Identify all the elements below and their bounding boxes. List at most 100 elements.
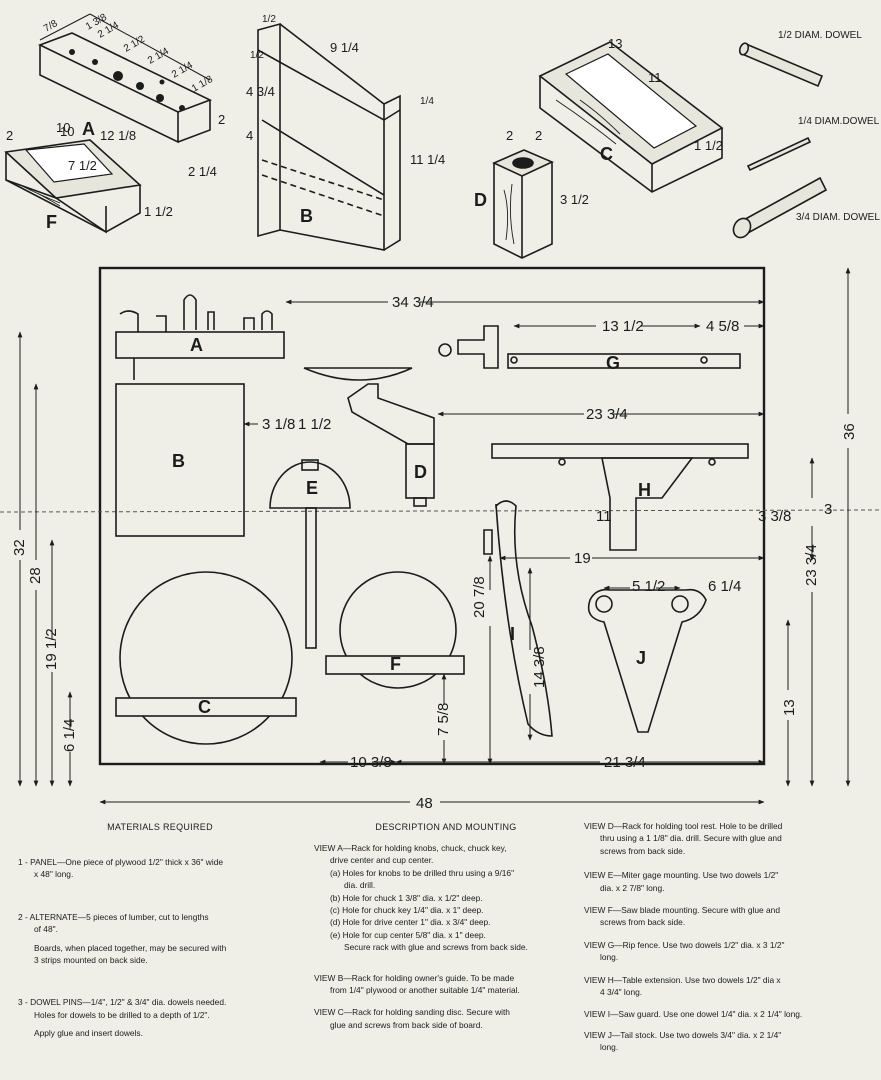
dim-f-inner: 7 1/2 <box>68 158 97 173</box>
label-c-top: C <box>600 144 613 164</box>
dim-f-w: 2 <box>6 128 13 143</box>
dim-h-36: 36 <box>841 423 858 440</box>
description-view-b: VIEW B—Rack for holding owner's guide. T… <box>314 972 520 996</box>
view-a-dims: 7/8 1 3/8 2 1/4 2 1/2 2 1/4 2 1/4 1 1/8 … <box>42 12 225 179</box>
board-label-d: D <box>414 462 427 482</box>
pegboard-panel <box>98 266 766 766</box>
dowel-label-quarter: 1/4 DIAM.DOWEL <box>798 116 880 127</box>
material-item-1: 1 - PANEL—One piece of plywood 1/2" thic… <box>18 857 224 880</box>
description-view-f: VIEW F—Saw blade mounting. Secure with g… <box>584 905 780 928</box>
view-b-dims: 1/2 9 1/4 4 3/4 4 11 1/4 1/2 1/4 B <box>246 14 445 226</box>
dim-j-19: 19 <box>574 550 591 567</box>
board-label-b: B <box>172 451 185 471</box>
label-f-top: F <box>46 212 57 232</box>
board-item-a <box>115 294 285 380</box>
dim-l-32: 32 <box>11 539 28 556</box>
dim-b-s1: 1/2 <box>250 50 264 61</box>
dim-w-48: 48 <box>416 795 433 812</box>
label-d-top: D <box>474 190 487 210</box>
dim-c-inner: 11 <box>648 70 662 85</box>
material-item-2: 2 - ALTERNATE—5 pieces of lumber, cut to… <box>18 911 227 966</box>
view-f-isometric <box>4 139 142 234</box>
board-label-a: A <box>190 335 203 355</box>
shop-board-diagram: 7/8 1 3/8 2 1/4 2 1/2 2 1/4 2 1/4 1 1/8 … <box>0 12 881 812</box>
dim-a-len: 10 <box>56 120 70 135</box>
dim-b-h2: 4 <box>246 128 253 143</box>
dim-g-13: 13 1/2 <box>602 318 644 335</box>
dim-i-14: 14 3/8 <box>531 646 548 688</box>
dim-h-11: 11 <box>596 508 612 525</box>
board-label-f: F <box>390 654 401 674</box>
dimension-lines <box>17 267 851 805</box>
dim-d-w2: 2 <box>535 128 542 143</box>
dim-b-w: 9 1/4 <box>330 40 359 55</box>
dim-a-s0: 7/8 <box>42 18 60 35</box>
board-item-i <box>483 500 553 737</box>
board-item-j <box>587 588 707 733</box>
dim-j-6: 6 1/4 <box>708 578 741 595</box>
dim-a-s3: 2 1/2 <box>122 34 147 55</box>
board-item-h <box>491 443 749 551</box>
description-view-i: VIEW I—Saw guard. Use one dowel 1/4" dia… <box>584 1009 803 1020</box>
view-a-isometric <box>37 13 213 144</box>
dowel-label-half: 1/2 DIAM. DOWEL <box>778 30 862 41</box>
view-f-dims: 2 10 7 1/2 1 1/2 F <box>6 124 173 232</box>
board-label-i: I <box>510 624 515 644</box>
dim-f-h: 1 1/2 <box>144 204 173 219</box>
view-d-dims: 2 2 3 1/2 D <box>474 128 589 210</box>
dim-g-4: 4 5/8 <box>706 318 739 335</box>
views-right-column: VIEW D—Rack for holding tool rest. Hole … <box>584 820 876 1054</box>
dim-w-21: 21 3/4 <box>604 754 646 771</box>
description-view-a: VIEW A—Rack for holding knobs, chuck, ch… <box>314 843 528 953</box>
dowel-labels: 1/2 DIAM. DOWEL 1/4 DIAM.DOWEL 3/4 DIAM.… <box>778 30 880 223</box>
board-label-g: G <box>606 353 620 373</box>
dim-a-s4: 2 1/4 <box>146 46 171 67</box>
view-c-isometric <box>538 41 724 193</box>
dowel-pieces <box>732 42 828 239</box>
dim-a-w: 12 1/8 <box>100 128 136 143</box>
dim-a-s9: 1 1/8 <box>190 74 215 95</box>
dim-c-outer: 13 <box>608 36 622 51</box>
description-view-h: VIEW H—Table extension. Use two dowels 1… <box>584 974 781 998</box>
dowel-label-three-quarter: 3/4 DIAM. DOWEL <box>796 212 880 223</box>
material-item-3: 3 - DOWEL PINS—1/4", 1/2" & 3/4" dia. do… <box>18 997 227 1039</box>
dim-b-s2: 1/4 <box>420 96 434 107</box>
dim-d-h: 3 1/2 <box>560 192 589 207</box>
dim-a-s7: 2 1/4 <box>170 60 195 81</box>
description-title: DESCRIPTION AND MOUNTING <box>375 822 517 832</box>
view-d-isometric <box>492 149 554 259</box>
dim-b-top: 1/2 <box>262 14 276 25</box>
dim-b-h: 11 1/4 <box>410 152 445 167</box>
dim-f-7: 7 5/8 <box>435 703 452 736</box>
dim-h-13: 13 <box>781 699 798 716</box>
board-label-c: C <box>198 697 211 717</box>
dim-c-6: 6 1/4 <box>61 719 78 752</box>
dim-f-outer: 10 <box>60 124 74 139</box>
dim-i-20: 20 7/8 <box>471 576 488 618</box>
dim-h-3: 3 3/8 <box>758 508 791 525</box>
board-label-h: H <box>638 480 651 500</box>
description-view-j: VIEW J—Tail stock. Use two dowels 3/4" d… <box>584 1029 782 1053</box>
dim-width-top: 34 3/4 <box>392 294 434 311</box>
dim-d-23: 23 3/4 <box>586 406 628 423</box>
materials-title: MATERIALS REQUIRED <box>107 822 213 832</box>
dim-c-h: 1 1/2 <box>694 138 723 153</box>
dim-l-19: 19 1/2 <box>43 628 60 670</box>
dim-b-h1: 4 3/4 <box>246 84 275 99</box>
dim-l-28: 28 <box>27 567 44 584</box>
board-item-b <box>115 383 245 537</box>
dim-b-3: 3 1/8 <box>262 416 295 433</box>
label-b-top: B <box>300 206 313 226</box>
description-view-e: VIEW E—Miter gage mounting. Use two dowe… <box>584 870 779 893</box>
materials-column: MATERIALS REQUIRED 1 - PANEL—One piece o… <box>18 820 302 1040</box>
dim-h-23: 23 3/4 <box>803 544 820 586</box>
dim-b-1: 1 1/2 <box>298 416 331 433</box>
label-a-top: A <box>82 119 95 139</box>
description-view-d: VIEW D—Rack for holding tool rest. Hole … <box>584 821 783 856</box>
description-column: DESCRIPTION AND MOUNTING VIEW A—Rack for… <box>314 820 578 1031</box>
dim-w-10: 10 3/8 <box>350 754 392 771</box>
board-dim-text: 34 3/4 13 1/2 4 5/8 23 3/4 3 1/8 1 1/2 1… <box>11 294 858 812</box>
board-item-c <box>115 571 297 745</box>
dim-h-3r: 3 <box>824 501 832 518</box>
view-c-dims: 13 11 1 1/2 C <box>600 36 723 164</box>
